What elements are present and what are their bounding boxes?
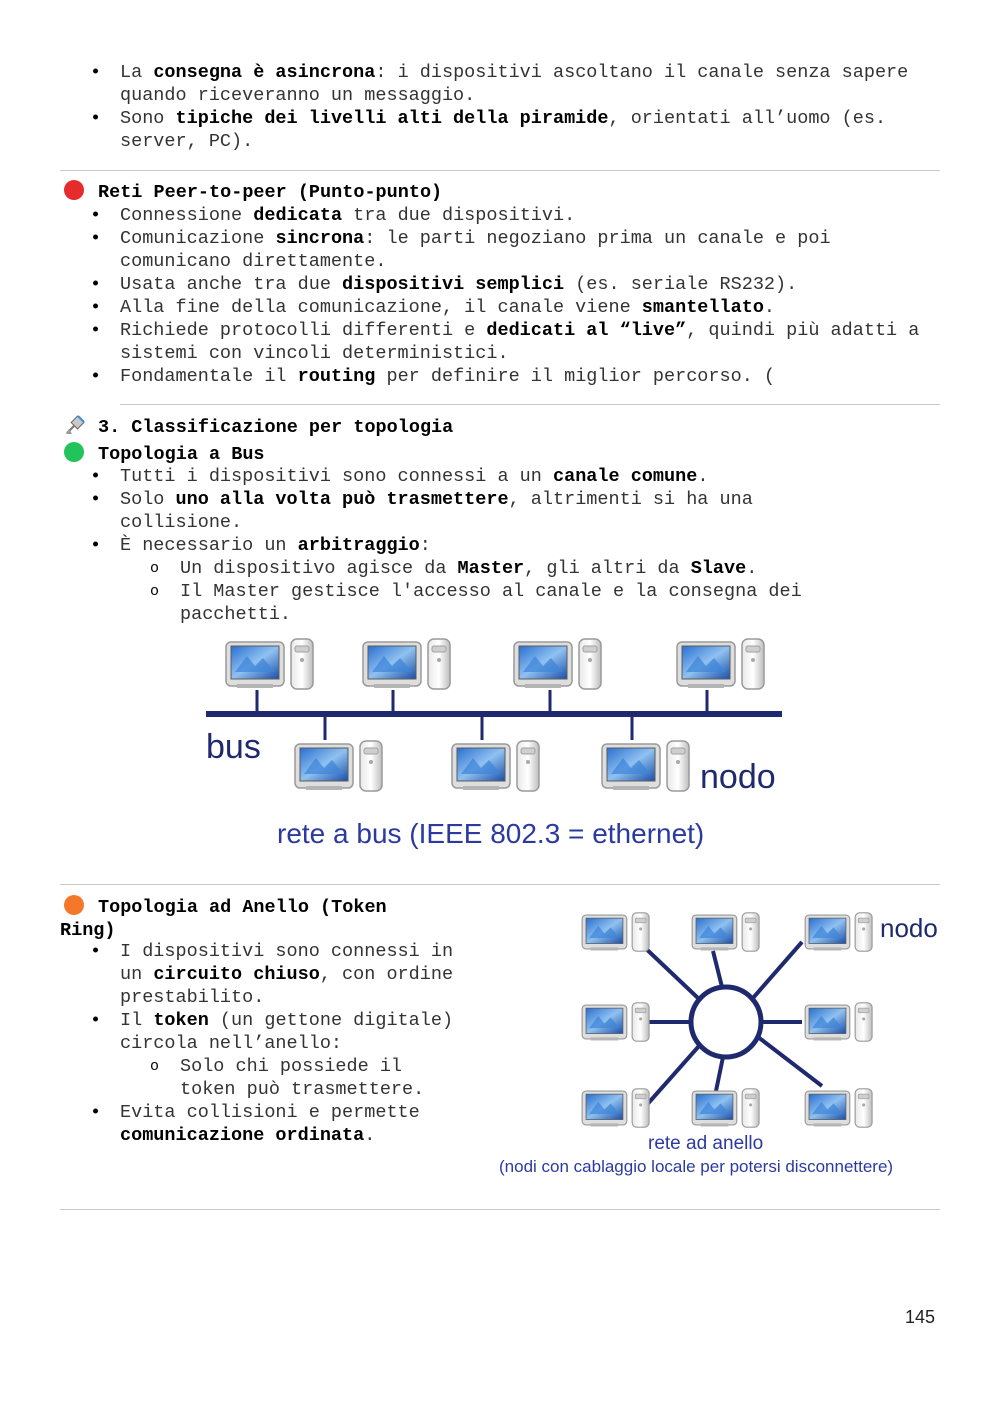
divider xyxy=(60,170,940,171)
ring-caption-note: (nodi con cablaggio locale per potersi d… xyxy=(499,1157,894,1176)
green-dot-icon xyxy=(64,442,84,462)
ring-diagram-svg xyxy=(581,912,873,1128)
ring-heading: Topologia ad Anello (Token Ring) xyxy=(60,895,387,941)
red-dot-icon xyxy=(64,180,84,200)
bus-sublist: Un dispositivo agisce da Master, gli alt… xyxy=(120,557,860,626)
bus-caption: rete a bus (IEEE 802.3 = ethernet) xyxy=(277,818,705,849)
list-item: Richiede protocolli differenti e dedicat… xyxy=(60,319,920,365)
list-item: Connessione dedicata tra due dispositivi… xyxy=(60,204,920,227)
list-item: Un dispositivo agisce da Master, gli alt… xyxy=(120,557,860,580)
computer-node-icon xyxy=(676,638,765,690)
ring-caption: rete ad anello xyxy=(648,1133,764,1154)
list-item: Tutti i dispositivi sono connessi a un c… xyxy=(60,465,860,488)
computer-node-icon xyxy=(581,1088,650,1128)
computer-node-icon xyxy=(601,740,690,792)
computer-node-icon xyxy=(691,912,760,952)
list-item: La consegna è asincrona: i dispositivi a… xyxy=(60,61,920,107)
ring-list: I dispositivi sono connessi in un circui… xyxy=(60,940,460,1147)
list-item: È necessario un arbitraggio: Un disposit… xyxy=(60,534,860,626)
p2p-list: Connessione dedicata tra due dispositivi… xyxy=(60,204,920,388)
list-item: I dispositivi sono connessi in un circui… xyxy=(60,940,460,1009)
bus-diagram-svg xyxy=(206,638,782,792)
list-item: Comunicazione sincrona: le parti negozia… xyxy=(60,227,920,273)
ring-sublist: Solo chi possiede il token può trasmette… xyxy=(120,1055,460,1101)
computer-node-icon xyxy=(362,638,451,690)
computer-node-icon xyxy=(691,1088,760,1128)
orange-dot-icon xyxy=(64,895,84,915)
section3-heading: 3. Classificazione per topologia xyxy=(64,414,453,439)
list-item: Sono tipiche dei livelli alti della pira… xyxy=(60,107,920,153)
bus-label: bus xyxy=(206,728,261,766)
list-item: Usata anche tra due dispositivi semplici… xyxy=(60,273,920,296)
computer-node-icon xyxy=(804,912,873,952)
list-item: Alla fine della comunicazione, il canale… xyxy=(60,296,920,319)
list-item: Il Master gestisce l'accesso al canale e… xyxy=(120,580,860,626)
list-item: Solo chi possiede il token può trasmette… xyxy=(120,1055,460,1101)
page-number: 145 xyxy=(905,1307,936,1327)
bus-heading: Topologia a Bus xyxy=(64,442,265,466)
list-item: Evita collisioni e permette comunicazion… xyxy=(60,1101,460,1147)
divider xyxy=(60,884,940,885)
computer-node-icon xyxy=(513,638,602,690)
ring-diagram: nodo rete ad anello (nodi con cablaggio … xyxy=(496,906,946,1186)
computer-node-icon xyxy=(294,740,383,792)
computer-node-icon xyxy=(451,740,540,792)
computer-node-icon xyxy=(804,1002,873,1042)
list-item: Fondamentale il routing per definire il … xyxy=(60,365,920,388)
bus-diagram: bus nodo rete a bus (IEEE 802.3 = ethern… xyxy=(200,630,800,865)
computer-node-icon xyxy=(581,912,650,952)
p2p-heading: Reti Peer-to-peer (Punto-punto) xyxy=(64,180,442,204)
divider xyxy=(120,404,940,405)
node-label: nodo xyxy=(700,758,776,796)
computer-node-icon xyxy=(804,1088,873,1128)
list-item: Solo uno alla volta può trasmettere, alt… xyxy=(60,488,860,534)
bus-list: Tutti i dispositivi sono connessi a un c… xyxy=(60,465,860,626)
computer-node-icon xyxy=(225,638,314,690)
intro-list: La consegna è asincrona: i dispositivi a… xyxy=(60,61,920,153)
computer-node-icon xyxy=(581,1002,650,1042)
satellite-icon xyxy=(64,414,86,436)
ring-node-label: nodo xyxy=(880,913,938,943)
divider xyxy=(60,1209,940,1210)
list-item: Il token (un gettone digitale) circola n… xyxy=(60,1009,460,1101)
